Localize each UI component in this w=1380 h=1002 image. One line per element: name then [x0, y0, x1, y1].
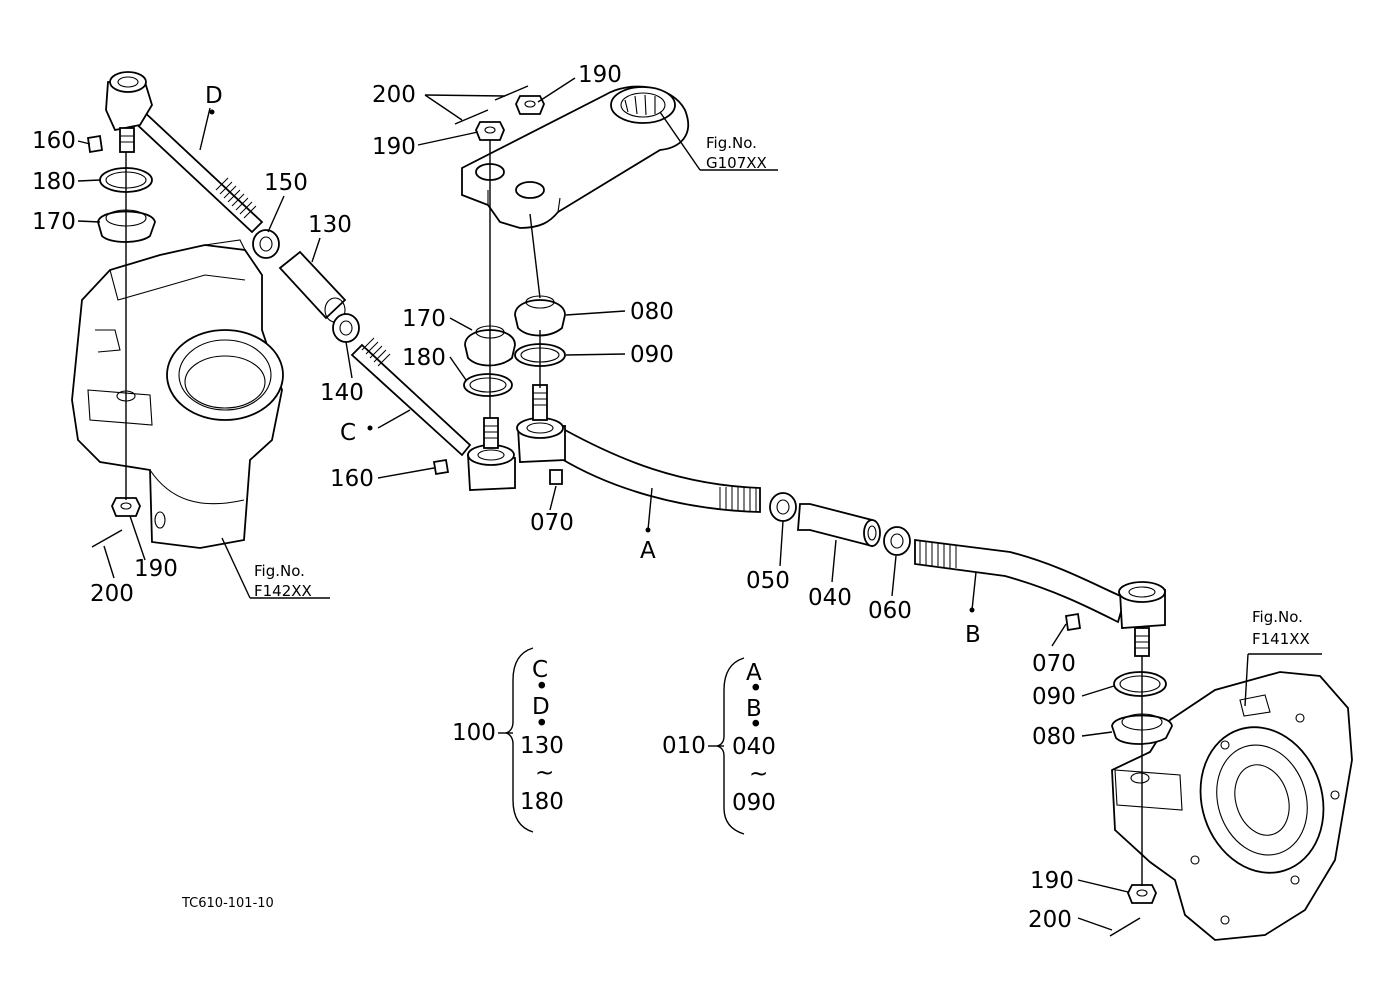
callout-190-left-low: 190 [134, 556, 178, 582]
callout-140: 140 [320, 380, 364, 406]
rod-letter-a: A [640, 538, 656, 564]
callout-070-right: 070 [1032, 651, 1076, 677]
assembly-line: • [535, 711, 549, 737]
tie-rod-d-thread [215, 177, 257, 219]
tie-rod-c-thread [361, 337, 391, 367]
callout-080-mid: 080 [630, 299, 674, 325]
sleeve-040 [797, 503, 873, 548]
grease-nipple-070-right [1064, 612, 1082, 632]
steering-arm [461, 85, 690, 229]
locknut-050 [769, 492, 797, 522]
assembly-number: 100 [452, 720, 496, 746]
fig-ref-code: F141XX [1252, 630, 1310, 648]
locknut-150 [252, 229, 280, 259]
callout-070-mid: 070 [530, 510, 574, 536]
fig-ref-leaders [221, 111, 1322, 707]
callout-190-upper-left: 190 [372, 134, 416, 160]
callout-060: 060 [868, 598, 912, 624]
rod-letter-d: D [205, 83, 223, 109]
grease-nipple-160-mid [432, 458, 450, 476]
fig-ref-title: Fig.No. [254, 562, 305, 580]
callout-200-upper: 200 [372, 82, 416, 108]
assembly-line: 180 [520, 789, 564, 815]
cotter-pin-200-left [91, 529, 123, 548]
callout-200-right-low: 200 [1028, 907, 1072, 933]
assembly-line: C [532, 657, 548, 683]
assembly-line: B [746, 696, 762, 722]
callout-090-right: 090 [1032, 684, 1076, 710]
assembly-100-group: 100 C • D • 130 ~ 180 [452, 647, 564, 833]
assembly-number: 010 [662, 733, 706, 759]
sleeve-130 [278, 250, 347, 320]
callout-190-right-low: 190 [1030, 868, 1074, 894]
assembly-line: A [746, 660, 762, 686]
assembly-line: 040 [732, 734, 776, 760]
callout-050: 050 [746, 568, 790, 594]
tie-rod-b [914, 538, 1166, 657]
parts-upper-left [86, 134, 360, 548]
right-knuckle-housing [1111, 671, 1353, 941]
grease-nipple-070-mid [549, 469, 563, 485]
callout-130: 130 [308, 212, 352, 238]
tie-rod-b-thread [919, 540, 957, 568]
leader-lines [77, 77, 1129, 931]
grease-nipple-160-top [86, 134, 104, 154]
callout-170-top: 170 [32, 209, 76, 235]
cotter-pin-200-right [1109, 917, 1141, 937]
callout-labels: 160 180 170 150 130 140 200 190 190 170 … [32, 62, 1076, 933]
nut-190-left-upper [475, 121, 505, 141]
assembly-axis-lines [125, 140, 1143, 886]
assembly-line: ~ [749, 761, 768, 787]
assembly-010-group: 010 A • B • 040 ~ 090 [662, 657, 776, 835]
tie-rod-a-thread [719, 487, 757, 512]
nut-190-left [111, 497, 141, 517]
tie-rod-d [105, 71, 264, 234]
assembly-line: ~ [535, 760, 554, 786]
assembly-line: • [749, 712, 763, 738]
fig-ref-f141xx: Fig.No. F141XX [1252, 608, 1310, 648]
assembly-line: • [749, 676, 763, 702]
callout-200-left-low: 200 [90, 581, 134, 607]
fig-ref-code: G107XX [706, 154, 767, 172]
callout-040: 040 [808, 585, 852, 611]
callout-190-upper-right: 190 [578, 62, 622, 88]
tie-rod-a [516, 384, 761, 513]
rod-letter-b: B [965, 622, 981, 648]
assembly-line: 130 [520, 733, 564, 759]
locknut-060 [883, 526, 911, 556]
rod-letter-c: C [340, 420, 356, 446]
callout-180-top: 180 [32, 169, 76, 195]
fig-ref-f142xx: Fig.No. F142XX [254, 562, 312, 600]
parts-center [769, 492, 911, 556]
nut-190-right-low [1127, 884, 1157, 904]
callout-180-mid: 180 [402, 345, 446, 371]
cotter-pin-200-b [494, 85, 529, 101]
tie-rod-c [350, 337, 516, 491]
assembly-line: • [535, 674, 549, 700]
callout-170-mid: 170 [402, 306, 446, 332]
callout-150: 150 [264, 170, 308, 196]
fig-ref-title: Fig.No. [1252, 608, 1303, 626]
fig-ref-title: Fig.No. [706, 134, 757, 152]
assembly-line: 090 [732, 790, 776, 816]
nut-190-right-upper [515, 95, 545, 115]
callout-080-right: 080 [1032, 724, 1076, 750]
left-knuckle-housing [71, 239, 284, 549]
callout-160-mid: 160 [330, 466, 374, 492]
callout-090-mid: 090 [630, 342, 674, 368]
fig-ref-g107xx: Fig.No. G107XX [706, 134, 767, 172]
callout-160-top: 160 [32, 128, 76, 154]
assembly-line: D [532, 694, 550, 720]
locknut-140 [332, 313, 360, 343]
fig-ref-code: F142XX [254, 582, 312, 600]
cotter-pin-200-a [454, 109, 489, 125]
seal-180-mid [463, 373, 513, 397]
drawing-code: TC610-101-10 [181, 896, 274, 911]
